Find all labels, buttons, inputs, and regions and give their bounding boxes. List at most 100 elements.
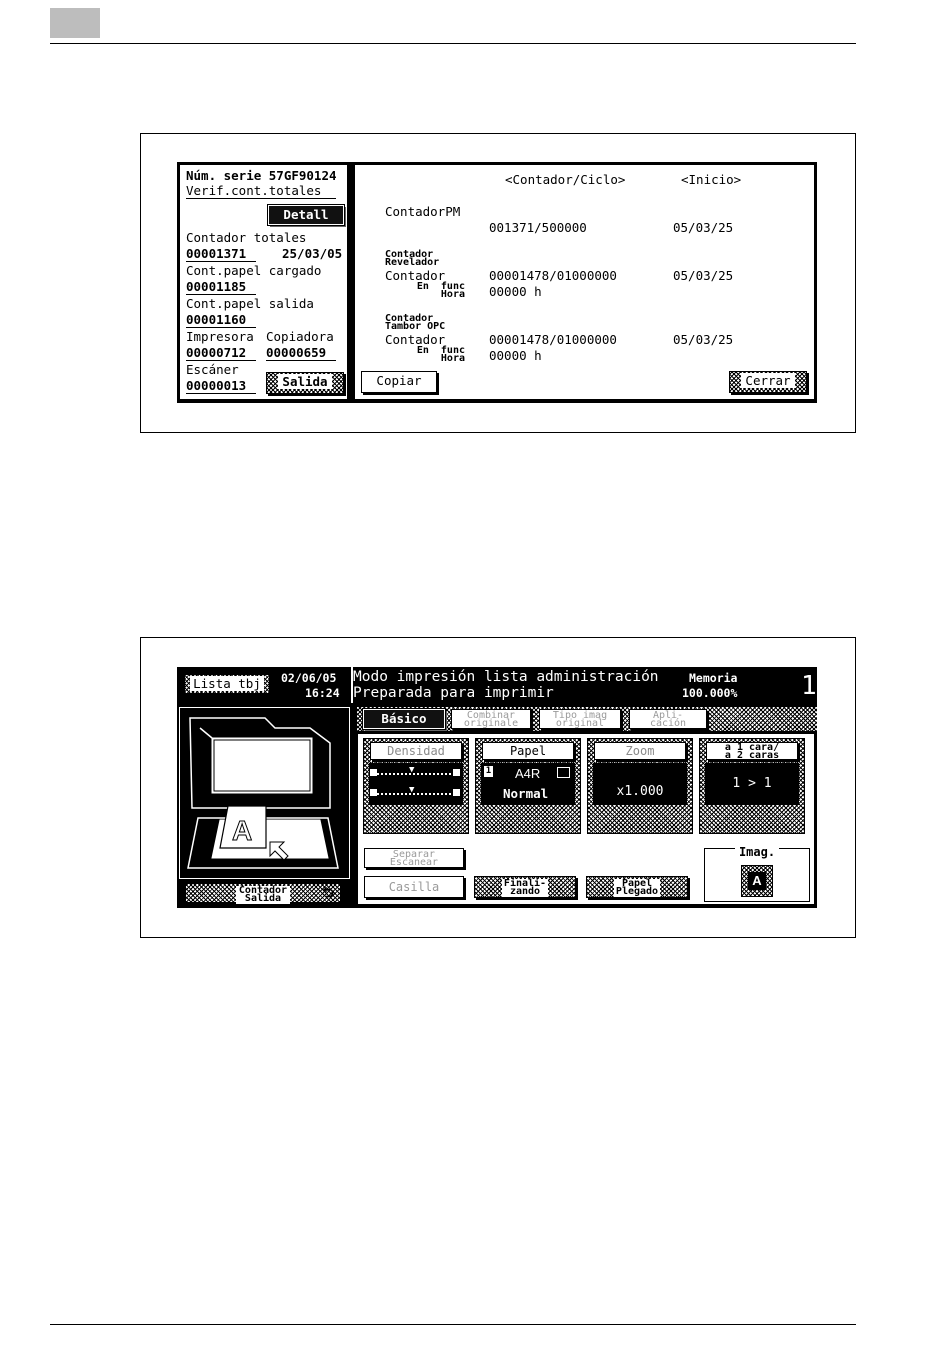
mode-line: Modo impresión lista administración bbox=[353, 669, 659, 685]
density-plus-2-icon bbox=[453, 789, 460, 796]
status-divider bbox=[351, 667, 353, 703]
paper-orientation-icon bbox=[557, 767, 570, 778]
image-preview-box[interactable]: Imag. A bbox=[704, 845, 810, 902]
finishing-button[interactable]: Finali- zando bbox=[474, 876, 576, 898]
density-slider-2[interactable] bbox=[373, 793, 459, 795]
scanner-preview: A bbox=[179, 707, 350, 879]
developer-counter-label: Contador bbox=[385, 268, 446, 283]
tray-number: 1 bbox=[484, 766, 493, 777]
paper-display[interactable]: 1 A4R Normal bbox=[481, 763, 575, 805]
folding-label: Papel Plegado bbox=[613, 878, 661, 897]
paper-out-label: Cont.papel salida bbox=[186, 296, 314, 311]
pointer-icon bbox=[269, 841, 289, 861]
status-line: Preparada para imprimir bbox=[353, 685, 554, 701]
drum-counter-value: 00001478/01000000 bbox=[489, 332, 617, 347]
output-counter-label: Contador Salida bbox=[235, 886, 291, 904]
memory-value: 100.000% bbox=[682, 686, 738, 700]
pm-counter-value: 001371/500000 bbox=[489, 220, 587, 235]
separate-scan-button[interactable]: Separar Escanear bbox=[364, 848, 464, 868]
drum-counter-date: 05/03/25 bbox=[673, 332, 734, 347]
density-control[interactable]: Densidad ▼ ▼ bbox=[363, 738, 469, 834]
close-button[interactable]: Cerrar bbox=[729, 371, 807, 393]
printer-label: Impresora bbox=[186, 329, 254, 344]
detail-button[interactable]: Detall bbox=[267, 204, 345, 226]
return-arrow-icon: ⮌ bbox=[322, 885, 334, 901]
developer-counter-value: 00001478/01000000 bbox=[489, 268, 617, 283]
column-start: <Inicio> bbox=[681, 172, 742, 187]
duplex-label: a 1 cara/ a 2 caras bbox=[706, 742, 798, 761]
column-counter-cycle: <Contador/Ciclo> bbox=[505, 172, 626, 187]
paper-size: A4R bbox=[515, 766, 541, 781]
serial-number: Núm. serie 57GF90124 bbox=[186, 168, 337, 183]
salida-button-label: Salida bbox=[278, 374, 332, 389]
page-tab-marker bbox=[50, 8, 100, 38]
copier-value: 00000659 bbox=[266, 346, 336, 361]
developer-hours-value: 00000 h bbox=[489, 284, 542, 299]
density-plus-icon bbox=[453, 769, 460, 776]
copy-button[interactable]: Copiar bbox=[361, 371, 437, 393]
total-counter-date: 25/03/05 bbox=[282, 246, 343, 261]
mailbox-button[interactable]: Casilla bbox=[364, 876, 464, 898]
density-marker-1-icon: ▼ bbox=[409, 765, 415, 775]
total-counter-label: Contador totales bbox=[186, 230, 307, 245]
density-sliders[interactable]: ▼ ▼ bbox=[369, 763, 463, 805]
svg-text:A: A bbox=[232, 815, 252, 846]
copy-count: 1 bbox=[801, 671, 817, 701]
drum-hours-value: 00000 h bbox=[489, 348, 542, 363]
duplex-value[interactable]: 1 > 1 bbox=[705, 763, 799, 805]
density-label: Densidad bbox=[370, 742, 462, 760]
output-counter-button[interactable]: Contador Salida ⮌ bbox=[185, 883, 341, 904]
document-a-icon bbox=[219, 805, 267, 849]
drum-counter-label: Contador bbox=[385, 332, 446, 347]
print-mode-screen: Lista tbj 02/06/05 16:24 Modo impresión … bbox=[177, 667, 817, 908]
developer-counter-date: 05/03/25 bbox=[673, 268, 734, 283]
density-marker-2-icon: ▼ bbox=[409, 785, 415, 795]
pm-counter-date: 05/03/25 bbox=[673, 220, 734, 235]
zoom-control[interactable]: Zoom x1.000 bbox=[587, 738, 693, 834]
job-list-label: Lista tbj bbox=[190, 676, 264, 691]
copier-label: Copiadora bbox=[266, 329, 334, 344]
image-icon-letter: A bbox=[748, 872, 766, 890]
duplex-control[interactable]: a 1 cara/ a 2 caras 1 > 1 bbox=[699, 738, 805, 834]
time-display: 16:24 bbox=[305, 686, 340, 700]
memory-label: Memoria bbox=[689, 671, 738, 685]
tab-applications[interactable]: Apli- cación bbox=[629, 709, 707, 729]
paper-control[interactable]: Papel 1 A4R Normal bbox=[475, 738, 581, 834]
salida-button[interactable]: Salida bbox=[266, 372, 344, 394]
zoom-value[interactable]: x1.000 bbox=[593, 763, 687, 805]
pm-counter-label: ContadorPM bbox=[385, 204, 461, 219]
scanner-label: Escáner bbox=[186, 362, 239, 377]
verify-totals-label: Verif.cont.totales bbox=[186, 184, 336, 199]
density-slider-1[interactable] bbox=[373, 773, 459, 775]
drum-counter-title: Contador Tambor OPC bbox=[385, 313, 446, 332]
paper-out-value: 00001160 bbox=[186, 313, 256, 328]
developer-hours-label: En func Hora bbox=[416, 281, 465, 300]
density-minus-2-icon bbox=[370, 789, 377, 796]
paper-type: Normal bbox=[503, 786, 549, 801]
image-label: Imag. bbox=[734, 845, 780, 859]
counter-detail-panel: <Contador/Ciclo> <Inicio> ContadorPM 001… bbox=[354, 164, 815, 400]
scanner-value: 00000013 bbox=[186, 379, 256, 394]
job-list-button[interactable]: Lista tbj bbox=[184, 674, 270, 694]
paper-loaded-value: 00001185 bbox=[186, 280, 256, 295]
counter-summary-panel: Núm. serie 57GF90124 Verif.cont.totales … bbox=[179, 164, 348, 400]
scanner-illustration: A bbox=[187, 717, 339, 869]
header-rule bbox=[50, 43, 856, 44]
printer-value: 00000712 bbox=[186, 346, 256, 361]
developer-counter-title: Contador Revelador bbox=[385, 249, 440, 268]
image-icon: A bbox=[741, 865, 773, 897]
zoom-label: Zoom bbox=[594, 742, 686, 760]
counter-screen: Núm. serie 57GF90124 Verif.cont.totales … bbox=[177, 162, 817, 403]
close-button-label: Cerrar bbox=[741, 373, 795, 388]
tab-basic[interactable]: Básico bbox=[362, 708, 446, 730]
total-counter-value: 00001371 bbox=[186, 247, 256, 262]
tab-original-image-type[interactable]: Tipo imag original bbox=[539, 709, 621, 729]
basic-settings-panel: Densidad ▼ ▼ Papel 1 A4R Normal bbox=[357, 733, 815, 905]
scanner-lid-glass bbox=[211, 737, 313, 794]
footer-rule bbox=[50, 1324, 856, 1325]
date-display: 02/06/05 bbox=[281, 671, 337, 685]
folding-button[interactable]: Papel Plegado bbox=[586, 876, 688, 898]
paper-label: Papel bbox=[482, 742, 574, 760]
paper-loaded-label: Cont.papel cargado bbox=[186, 263, 322, 278]
tab-combine-originals[interactable]: Combinar originale bbox=[451, 709, 531, 729]
